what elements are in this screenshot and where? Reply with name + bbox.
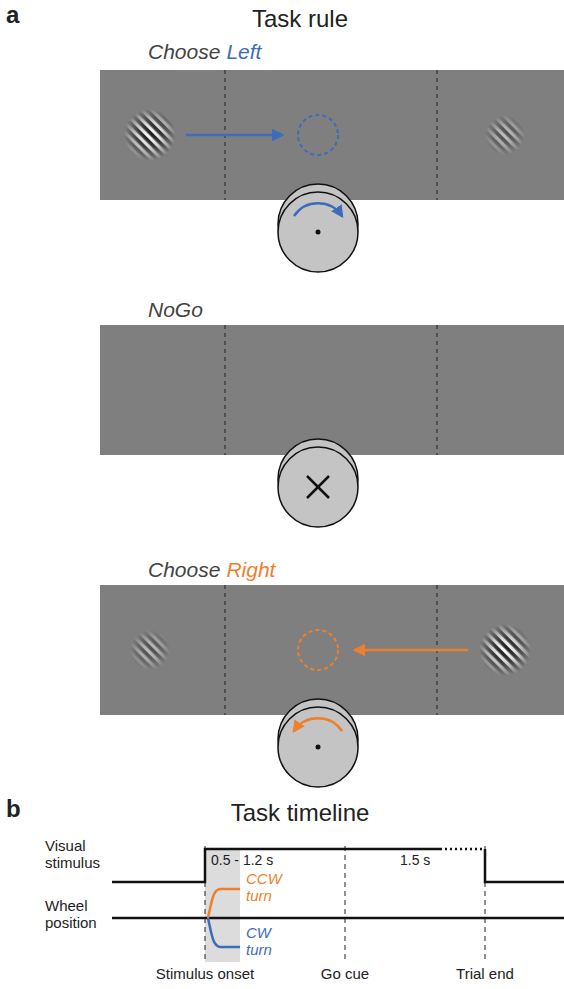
ccw-turn-arrow xyxy=(294,718,342,731)
stimulus-trace xyxy=(485,849,564,882)
rule-label: Left xyxy=(226,40,261,63)
move-arrow xyxy=(186,134,282,137)
event-label: Go cue xyxy=(321,966,369,983)
screen-right xyxy=(100,585,564,715)
wheel xyxy=(278,184,358,272)
event-label: Trial end xyxy=(456,966,514,983)
panel-title: Task timeline xyxy=(231,800,370,826)
nogo-cross xyxy=(307,476,329,498)
rule-label: Choose xyxy=(148,558,220,581)
event-label: Stimulus onset xyxy=(156,966,254,983)
screen-left xyxy=(100,70,564,200)
panel-title: Task rule xyxy=(252,6,348,32)
panel-letter: b xyxy=(6,796,21,822)
dashed-boundary xyxy=(225,325,226,455)
event-marker xyxy=(345,846,346,962)
nogo-cross xyxy=(307,476,329,498)
move-arrow xyxy=(355,649,468,652)
screen-nogo xyxy=(100,325,564,455)
duration-label: 1.5 s xyxy=(400,853,430,868)
screen-rect xyxy=(100,585,564,715)
screen-rect xyxy=(100,325,564,455)
dashed-boundary xyxy=(437,325,438,455)
turn-label: CCW turn xyxy=(246,871,282,904)
grating-high xyxy=(124,109,176,161)
grating-low xyxy=(130,630,170,670)
cw-turn-arrow xyxy=(294,203,342,216)
trace-label: Wheel position xyxy=(45,898,97,931)
screen-rect xyxy=(100,70,564,200)
timeline xyxy=(112,846,564,962)
turn-label: CW turn xyxy=(246,925,272,958)
target-circle xyxy=(298,115,338,155)
panel-letter: a xyxy=(6,2,19,28)
rule-label: NoGo xyxy=(148,298,203,321)
duration-label: 0.5 - 1.2 s xyxy=(211,853,273,868)
ccw-trace xyxy=(208,889,240,918)
wheel xyxy=(278,439,358,527)
dashed-boundary xyxy=(437,70,438,200)
rule-label: Choose xyxy=(148,40,220,63)
grating-high xyxy=(479,624,531,676)
target-circle xyxy=(298,630,338,670)
trace-label: Visual stimulus xyxy=(45,838,100,871)
grating-low xyxy=(485,115,525,155)
dashed-boundary xyxy=(225,585,226,715)
stimulus-trace-dotted xyxy=(440,848,485,851)
wheel xyxy=(278,699,358,787)
wheel-trace xyxy=(112,917,564,920)
cw-trace xyxy=(208,918,240,947)
rule-label: Right xyxy=(226,558,275,581)
